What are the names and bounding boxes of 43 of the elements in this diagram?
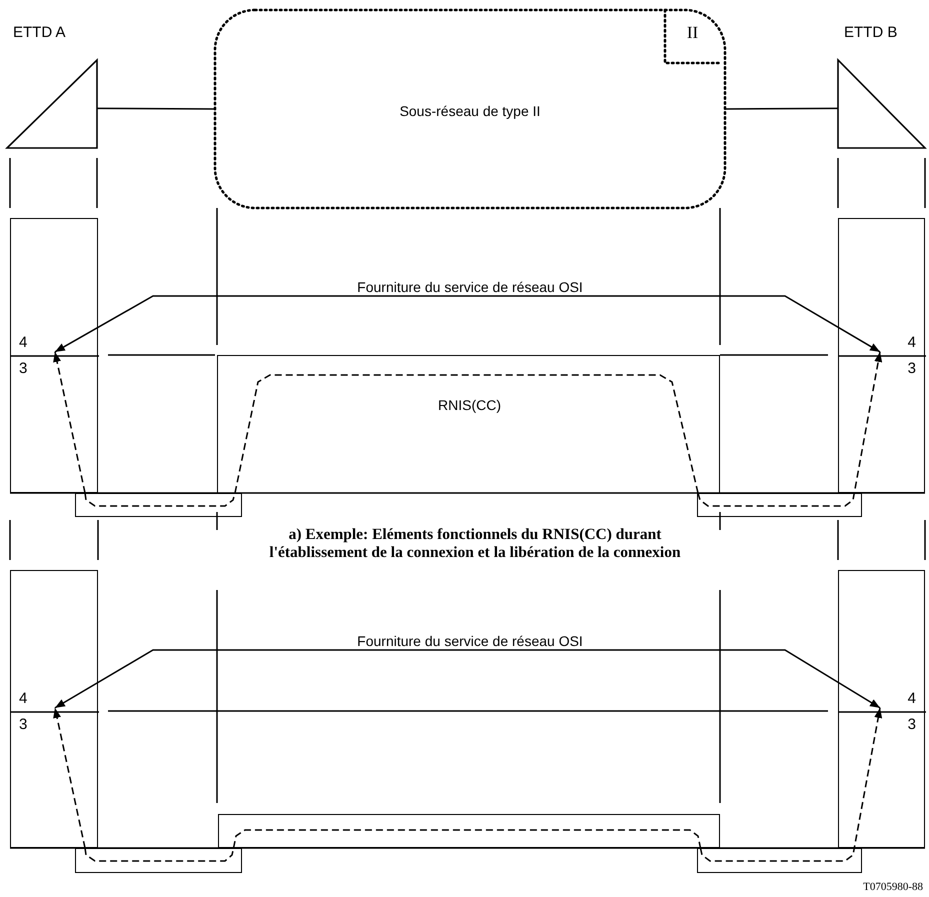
layer-number: 4: [19, 334, 28, 352]
equipment-label: ETTD B: [844, 24, 898, 42]
signal-path: [53, 708, 86, 848]
signal-path: [84, 848, 234, 862]
link-box: [75, 493, 242, 517]
equipment-label: ETTD A: [13, 24, 66, 42]
layer-number: 4: [908, 334, 916, 352]
signal-path: [234, 374, 699, 494]
type-label: II: [686, 24, 700, 42]
layer-number: 3: [908, 360, 916, 378]
service-label: Fourniture du service de réseau OSI: [356, 278, 584, 296]
signal-path: [84, 492, 236, 507]
figure-code: T0705980-88: [863, 880, 923, 895]
leader-arrow: [54, 295, 470, 353]
link-box: [218, 814, 720, 848]
type-tag: [665, 10, 720, 63]
subnetwork-label: Sous-réseau de type II: [398, 102, 542, 120]
layer-number: 4: [19, 690, 28, 708]
network-box: [217, 355, 720, 493]
layer-number: 3: [908, 716, 916, 734]
signal-path: [232, 829, 702, 848]
network-label: RNIS(CC): [437, 396, 502, 414]
link-box: [75, 848, 242, 873]
link-box: [697, 848, 862, 873]
layer-number: 3: [19, 716, 28, 734]
connection-line: [725, 108, 838, 110]
signal-path: [53, 352, 86, 494]
protocol-stack-box: [10, 218, 98, 493]
protocol-stack-box: [838, 218, 925, 493]
leader-arrow: [470, 295, 880, 353]
signal-path: [700, 708, 882, 862]
service-label: Fourniture du service de réseau OSI: [356, 632, 584, 650]
link-box: [697, 493, 862, 517]
connection-line: [97, 108, 215, 110]
subnetwork-boundary: [215, 10, 725, 208]
leader-arrow: [54, 649, 470, 709]
layer-number: 3: [19, 360, 28, 378]
protocol-stack-box: [838, 570, 925, 848]
caption: a) Exemple: Eléments fonctionnels du RNIS(CC) durant l'établissement de la connexion et la libération de la connexion: [268, 526, 682, 562]
leader-arrow: [470, 649, 880, 709]
layer-number: 4: [908, 690, 916, 708]
protocol-stack-box: [10, 570, 98, 848]
signal-path: [697, 352, 882, 507]
